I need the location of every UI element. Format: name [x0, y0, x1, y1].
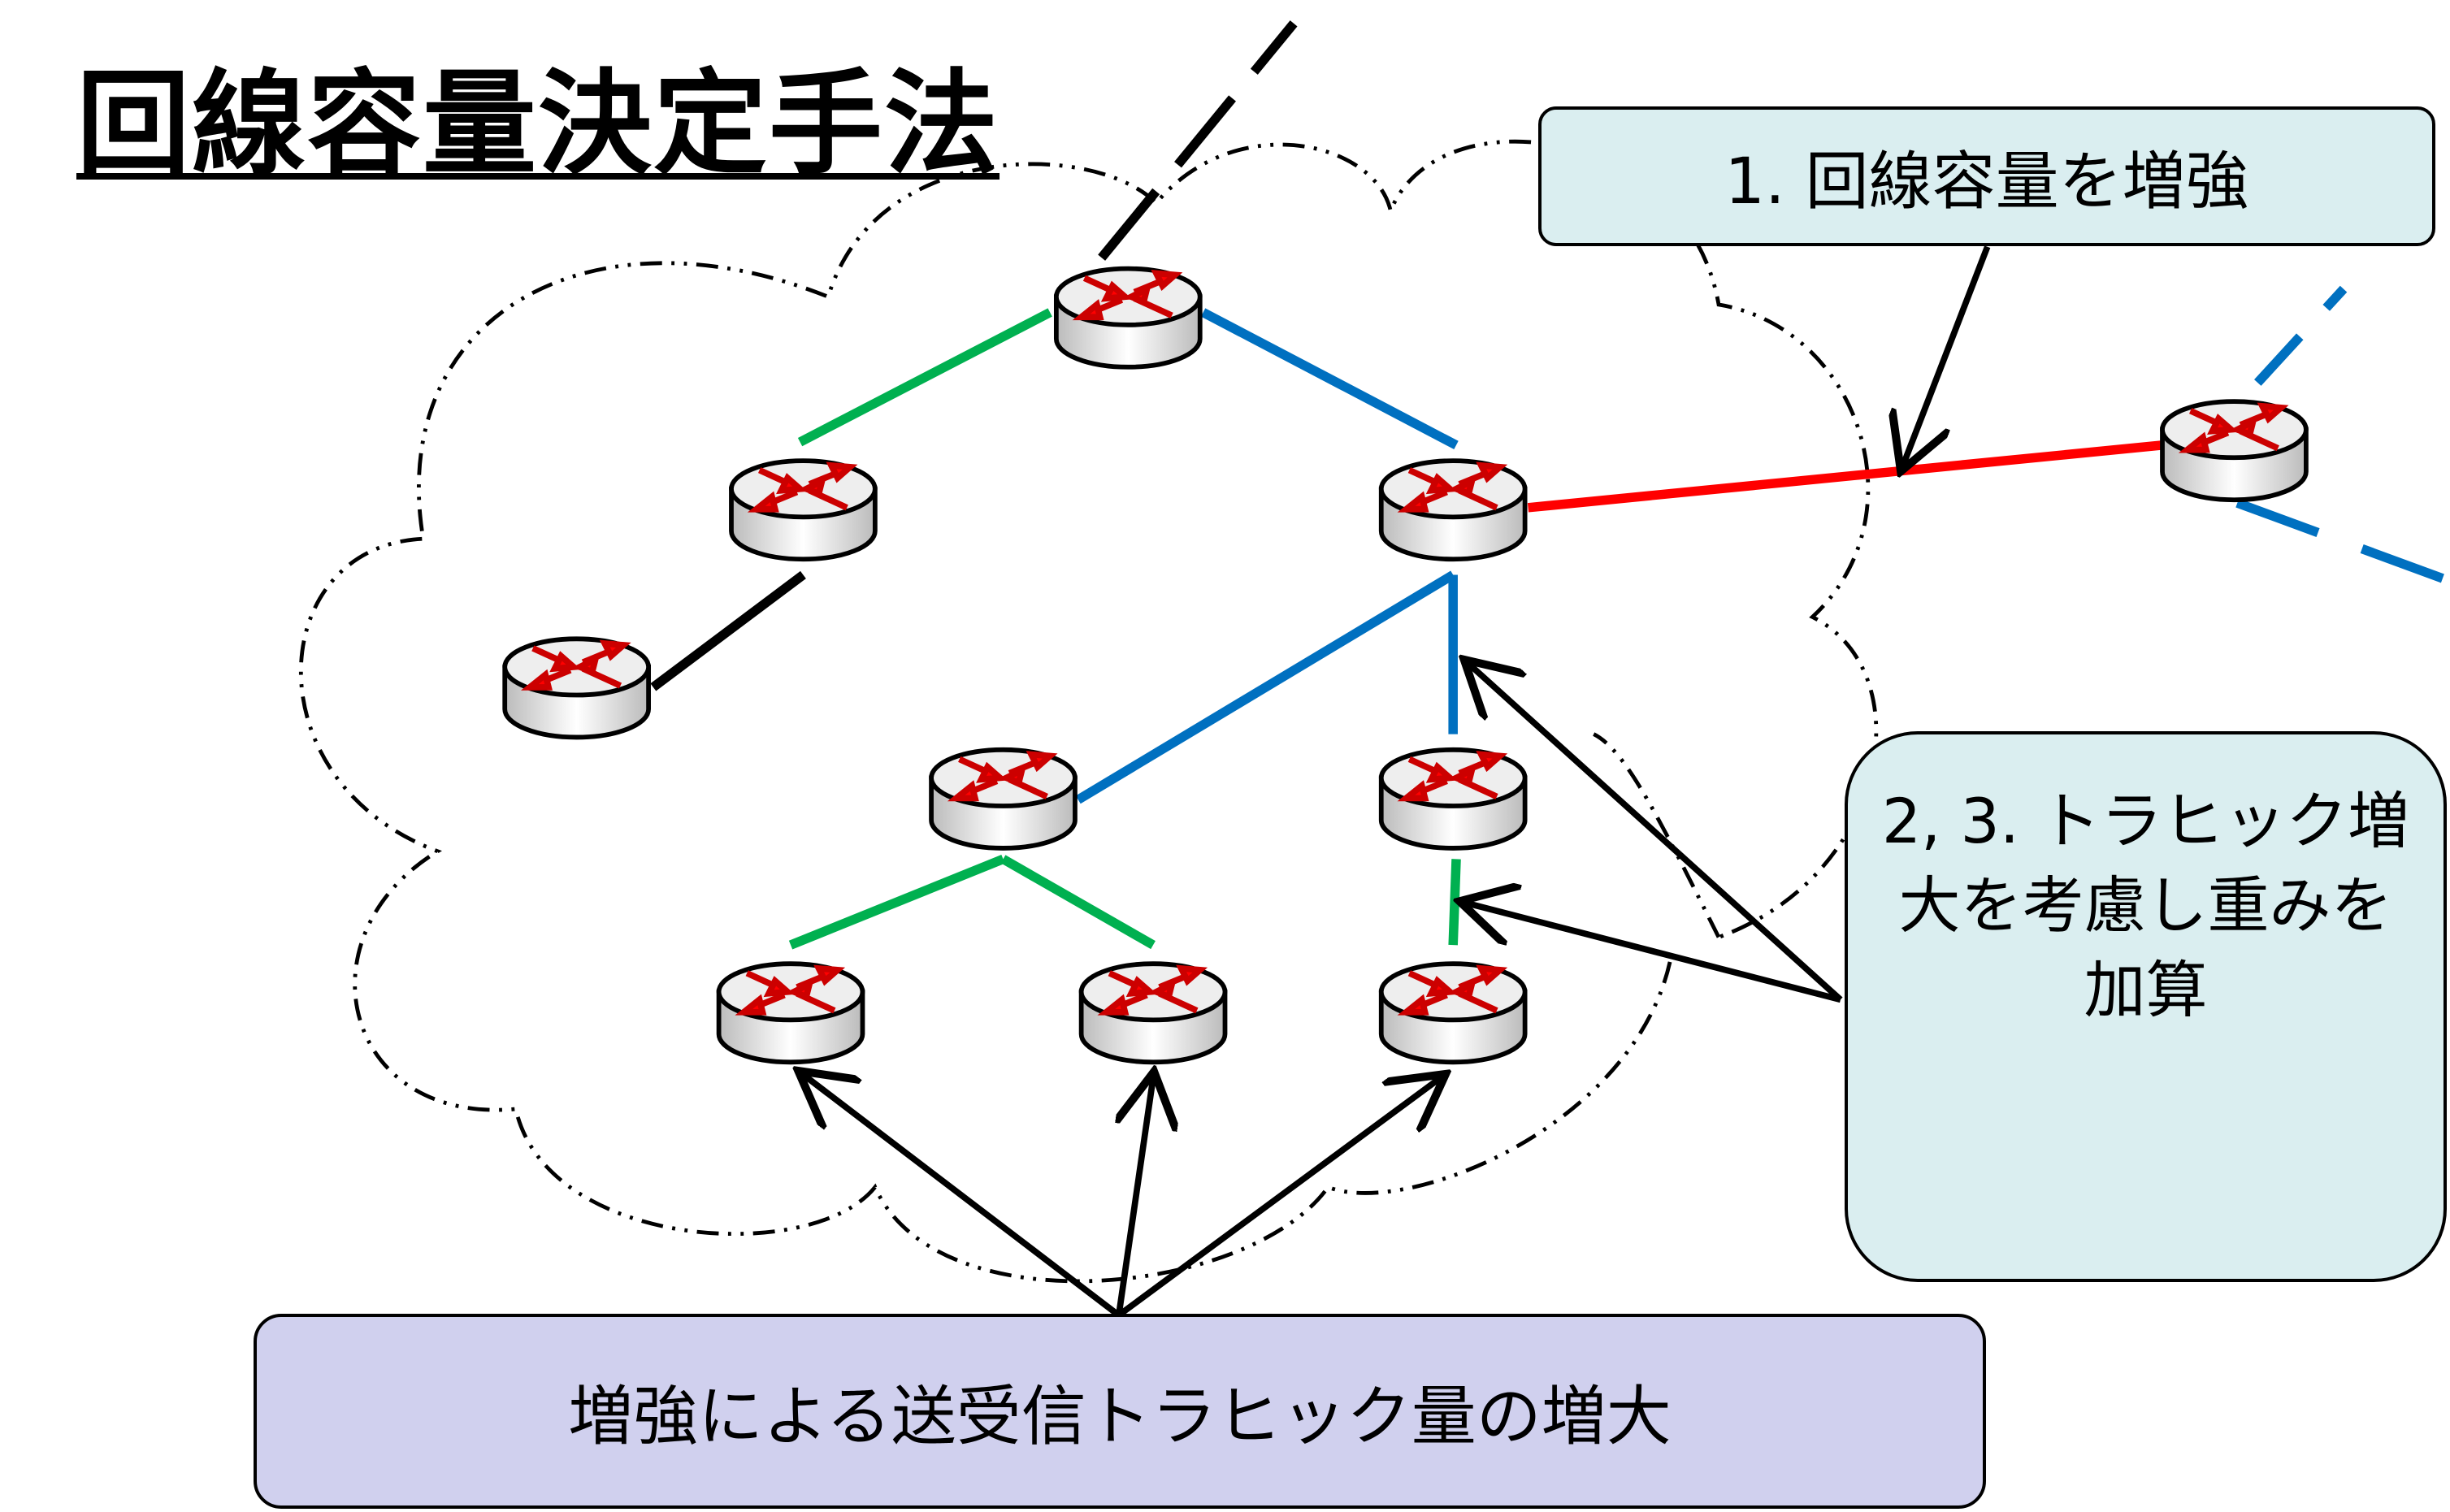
arrow-traffic-c [1117, 1078, 1441, 1318]
router-icon [1381, 750, 1525, 848]
link-ext-up-dashed [2254, 285, 2348, 386]
router-icon [1056, 269, 1200, 367]
link-upper-left-farleft [650, 570, 806, 691]
router-icon [1082, 964, 1225, 1062]
link-top-dashed [1098, 20, 1298, 261]
router-icon [719, 964, 863, 1062]
link-middle-b2 [1000, 855, 1156, 950]
router-icon [731, 461, 875, 559]
arrow-step23-b [1466, 903, 1841, 1003]
link-middle-b1 [788, 855, 1005, 950]
callout-step23: 2, 3. トラヒック増大を考慮し重みを加算 [1845, 731, 2447, 1282]
link-external-red [1527, 440, 2163, 513]
router-icon [2162, 401, 2306, 500]
link-top-left [797, 308, 1052, 447]
arrow-step1 [1903, 245, 1991, 466]
router-icon [1381, 964, 1525, 1062]
arrow-step23-a [1468, 664, 1843, 1003]
arrow-traffic-a [803, 1075, 1121, 1318]
router-icon [931, 750, 1075, 848]
link-r2-b3 [1448, 859, 1461, 946]
page-title: 回線容量決定手法 [76, 58, 1000, 191]
router-icon [505, 639, 648, 737]
arrow-traffic-b [1119, 1078, 1153, 1316]
callout-traffic: 増強による送受信トラヒック量の増大 [254, 1314, 1986, 1509]
callout-step1: 1. 回線容量を増強 [1538, 106, 2435, 246]
cloud-outline [299, 139, 1879, 1284]
link-top-right [1200, 308, 1459, 450]
annotation-arrows [803, 245, 1991, 1318]
router-icon [1381, 461, 1525, 559]
link-ext-down-dashed [2235, 498, 2450, 586]
link-right-middle [1075, 570, 1456, 804]
